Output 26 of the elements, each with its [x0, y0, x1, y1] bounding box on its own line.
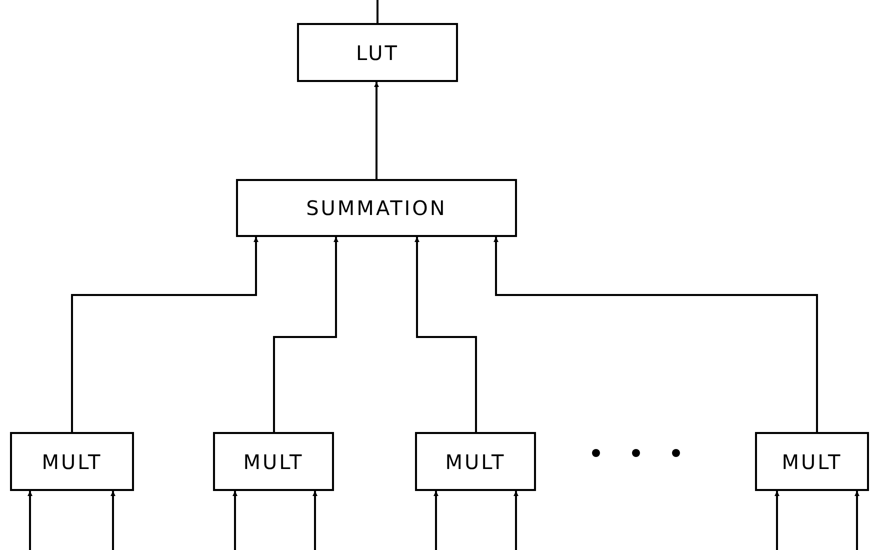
box-label: MULT [243, 450, 304, 474]
arrow [312, 491, 318, 550]
box-label: MULT [782, 450, 842, 474]
process-box [236, 179, 517, 237]
box-label: SUMMATION [306, 196, 447, 220]
arrow [374, 82, 379, 179]
arrow [434, 491, 438, 550]
line [376, 0, 378, 23]
arrow [494, 237, 818, 432]
process-box [415, 432, 536, 491]
arrow [854, 491, 860, 550]
arrow [232, 491, 238, 550]
arrow [414, 237, 477, 432]
arrow [514, 491, 518, 550]
box-label: MULT [445, 450, 506, 474]
box-label: LUT [356, 40, 399, 64]
process-box [10, 432, 134, 491]
arrow [273, 237, 338, 432]
arrow [774, 491, 780, 550]
arrow [28, 491, 32, 550]
arrow [71, 237, 258, 432]
process-box [297, 23, 458, 82]
arrow [110, 491, 116, 550]
process-box [755, 432, 869, 491]
process-box [213, 432, 334, 491]
box-label: MULT [42, 450, 102, 474]
